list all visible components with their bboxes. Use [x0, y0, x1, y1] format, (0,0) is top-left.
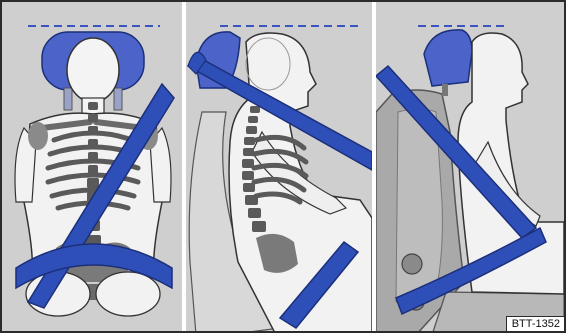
figure-code: BTT-1352 [506, 316, 564, 331]
side-view-skeleton-drawing [186, 2, 372, 333]
headrest-icon [424, 30, 472, 86]
front-view-drawing [2, 2, 182, 333]
head-outline [67, 38, 119, 102]
side-view-seat-drawing [376, 2, 564, 333]
front-view-panel [2, 2, 182, 333]
side-view-seat-panel [376, 2, 564, 333]
recliner-knob-icon [402, 254, 422, 274]
side-view-skeleton-panel [186, 2, 372, 333]
